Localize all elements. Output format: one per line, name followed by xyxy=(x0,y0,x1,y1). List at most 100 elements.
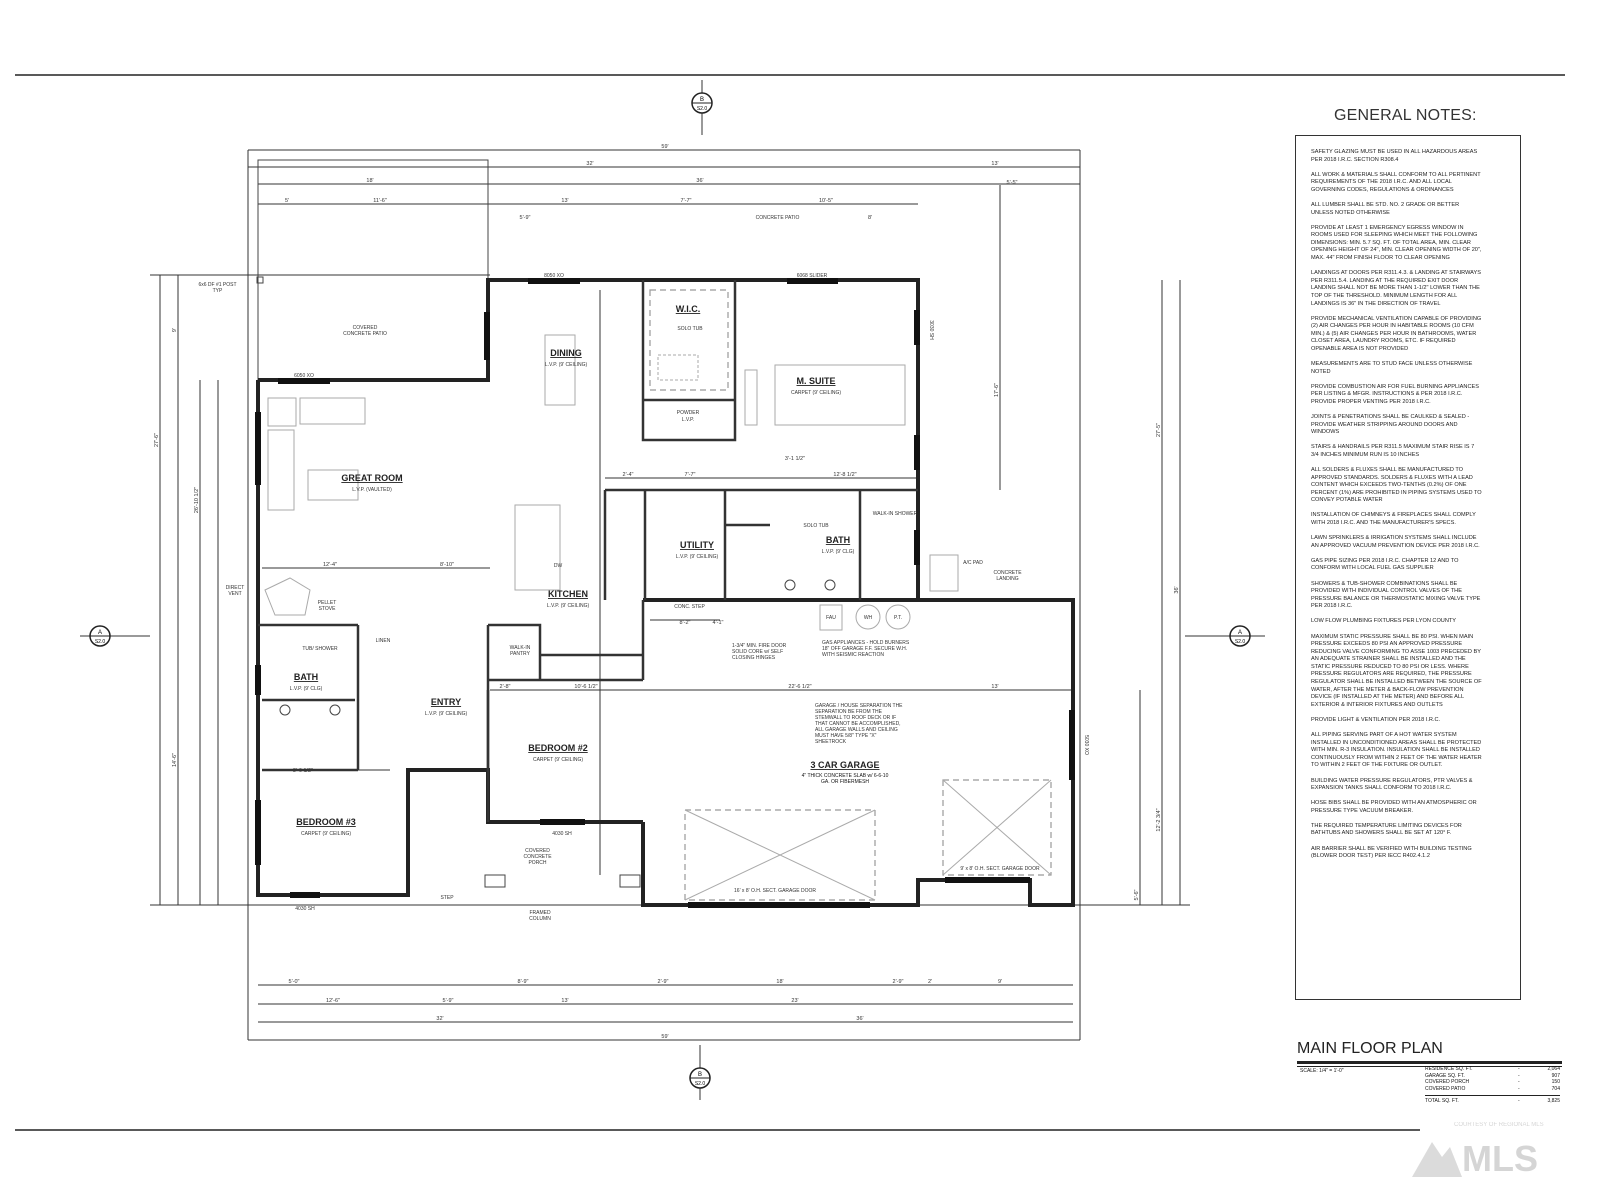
svg-text:59': 59' xyxy=(661,144,668,150)
post-marker xyxy=(256,276,264,284)
general-note: ALL LUMBER SHALL BE STD. NO. 2 GRADE OR … xyxy=(1311,201,1460,216)
svg-text:4'-1": 4'-1" xyxy=(713,620,724,626)
svg-text:12'-8 1/2": 12'-8 1/2" xyxy=(833,472,856,478)
svg-text:5'-9": 5'-9" xyxy=(520,215,531,221)
general-note: MEASUREMENTS ARE TO STUD FACE UNLESS OTH… xyxy=(1311,361,1473,375)
area-row: COVERED PORCH-150 xyxy=(1425,1079,1560,1086)
sheet-title: MAIN FLOOR PLAN xyxy=(1297,1040,1443,1057)
svg-text:18': 18' xyxy=(776,979,783,985)
svg-text:3030 SH: 3030 SH xyxy=(928,320,934,340)
svg-text:L.V.P. (VAULTED): L.V.P. (VAULTED) xyxy=(352,487,392,493)
svg-text:13': 13' xyxy=(991,161,998,167)
room-labels: GREAT ROOM L.V.P. (VAULTED) DINING L.V.P… xyxy=(290,304,889,837)
svg-text:8'-2": 8'-2" xyxy=(680,620,691,626)
svg-text:B: B xyxy=(700,97,704,103)
section-marker-a-right: A S2.0 xyxy=(1185,625,1265,647)
area-table: RESIDENCE SQ. FT.-2,064 GARAGE SQ. FT.-9… xyxy=(1425,1066,1560,1105)
svg-text:11'-6": 11'-6" xyxy=(373,198,387,204)
area-row: COVERED PATIO-704 xyxy=(1425,1085,1560,1092)
general-note: JOINTS & PENETRATIONS SHALL BE CAULKED &… xyxy=(1311,414,1470,436)
svg-text:5'-9": 5'-9" xyxy=(443,998,454,1004)
svg-text:13': 13' xyxy=(561,198,568,204)
svg-text:7'-7": 7'-7" xyxy=(685,472,696,478)
svg-text:3'-1 1/2": 3'-1 1/2" xyxy=(785,456,805,462)
general-notes-title: GENERAL NOTES: xyxy=(1334,107,1477,124)
general-note: LANDINGS AT DOORS PER R311.4.3. & LANDIN… xyxy=(1311,270,1481,307)
general-note: BUILDING WATER PRESSURE REGULATORS, PTR … xyxy=(1311,777,1473,792)
svg-text:P.T.: P.T. xyxy=(894,615,902,621)
svg-text:9': 9' xyxy=(998,979,1002,985)
svg-text:12'-2 3/4": 12'-2 3/4" xyxy=(1156,808,1162,831)
svg-text:5': 5' xyxy=(285,198,289,204)
general-note: SHOWERS & TUB-SHOWER COMBINATIONS SHALL … xyxy=(1311,580,1481,610)
svg-text:S2.0: S2.0 xyxy=(95,639,106,645)
svg-text:8'-6 1/2": 8'-6 1/2" xyxy=(293,768,313,774)
svg-text:36': 36' xyxy=(1174,586,1180,593)
area-row: RESIDENCE SQ. FT.-2,064 xyxy=(1425,1066,1560,1072)
svg-text:27'-5": 27'-5" xyxy=(1156,423,1162,437)
svg-text:2'-4": 2'-4" xyxy=(623,472,634,478)
svg-text:18': 18' xyxy=(366,178,373,184)
svg-text:WH: WH xyxy=(864,615,873,621)
svg-text:8050 XO: 8050 XO xyxy=(544,273,564,279)
svg-text:L.V.P. (9' CEILING): L.V.P. (9' CEILING) xyxy=(547,603,590,609)
windows xyxy=(255,278,1075,908)
room-kitchen: KITCHEN xyxy=(548,589,588,599)
svg-text:5'-0": 5'-0" xyxy=(289,979,300,985)
svg-text:L.V.P. (9' CLG): L.V.P. (9' CLG) xyxy=(822,549,855,555)
svg-text:12'-6": 12'-6" xyxy=(326,998,340,1004)
svg-text:13': 13' xyxy=(561,998,568,1004)
room-bedroom-2: BEDROOM #2 xyxy=(528,743,588,753)
svg-text:L.V.P.: L.V.P. xyxy=(682,417,695,423)
svg-text:4030 SH: 4030 SH xyxy=(552,831,572,837)
area-row: GARAGE SQ. FT.-907 xyxy=(1425,1072,1560,1079)
general-note: HOSE BIBS SHALL BE PROVIDED WITH AN ATMO… xyxy=(1311,800,1477,814)
section-marker-a-left: A S2.0 xyxy=(80,625,150,647)
svg-text:4030 SH: 4030 SH xyxy=(295,906,315,912)
svg-text:10'-6 1/2": 10'-6 1/2" xyxy=(574,684,597,690)
svg-text:L.V.P. (9' CEILING): L.V.P. (9' CEILING) xyxy=(425,711,468,717)
general-note: INSTALLATION OF CHIMNEYS & FIREPLACES SH… xyxy=(1311,512,1476,527)
svg-text:27'-6": 27'-6" xyxy=(154,433,160,447)
area-total-row: TOTAL SQ. FT.-3,825 xyxy=(1425,1095,1560,1105)
svg-text:13': 13' xyxy=(991,684,998,690)
svg-text:CARPET (9' CEILING): CARPET (9' CEILING) xyxy=(301,831,351,837)
general-note: PROVIDE COMBUSTION AIR FOR FUEL BURNING … xyxy=(1311,383,1479,405)
svg-text:36': 36' xyxy=(856,1016,863,1022)
general-note: PROVIDE AT LEAST 1 EMERGENCY EGRESS WIND… xyxy=(1311,224,1482,262)
svg-text:LINEN: LINEN xyxy=(376,638,391,644)
svg-text:14'-6": 14'-6" xyxy=(172,753,178,767)
svg-text:22'-6 1/2": 22'-6 1/2" xyxy=(788,684,811,690)
svg-text:7'-7": 7'-7" xyxy=(681,198,692,204)
svg-text:WALK-IN SHOWER: WALK-IN SHOWER xyxy=(873,511,918,517)
svg-text:2': 2' xyxy=(928,979,932,985)
svg-text:DW: DW xyxy=(554,563,563,569)
svg-text:TUB/ SHOWER: TUB/ SHOWER xyxy=(302,646,338,652)
svg-text:36': 36' xyxy=(696,178,703,184)
svg-text:6068 SLIDER: 6068 SLIDER xyxy=(797,273,828,279)
section-marker-b-top: B S2.0 xyxy=(691,80,713,135)
room-master-suite: M. SUITE xyxy=(796,376,835,386)
svg-text:8': 8' xyxy=(868,215,872,221)
mls-watermark: COURTESY OF REGIONAL MLS MLS xyxy=(1412,1122,1562,1179)
general-note: GAS PIPE SIZING PER 2018 I.R.C. CHAPTER … xyxy=(1311,557,1459,572)
svg-text:FAU: FAU xyxy=(826,615,836,621)
room-hall-bath: BATH xyxy=(294,672,318,682)
general-notes-panel: SAFETY GLAZING MUST BE USED IN ALL HAZAR… xyxy=(1295,135,1521,1000)
svg-text:A: A xyxy=(98,630,102,636)
title-rule xyxy=(1297,1061,1562,1067)
general-note: SAFETY GLAZING MUST BE USED IN ALL HAZAR… xyxy=(1311,149,1478,163)
svg-text:2'-9": 2'-9" xyxy=(893,979,904,985)
svg-text:17'-6": 17'-6" xyxy=(994,383,1000,397)
furniture xyxy=(264,289,959,888)
section-marker-b-bottom: B S2.0 xyxy=(689,1045,711,1100)
svg-text:8'-10": 8'-10" xyxy=(440,562,454,568)
svg-text:SOLO TUB: SOLO TUB xyxy=(803,523,829,529)
svg-text:5'-5": 5'-5" xyxy=(1007,180,1018,186)
svg-text:9': 9' xyxy=(172,328,178,332)
general-note: THE REQUIRED TEMPERATURE LIMITING DEVICE… xyxy=(1311,822,1462,837)
room-great-room: GREAT ROOM xyxy=(341,473,402,483)
room-entry: ENTRY xyxy=(431,697,461,707)
general-note: ALL SOLDERS & FLUXES SHALL BE MANUFACTUR… xyxy=(1311,467,1482,504)
svg-text:8'-9": 8'-9" xyxy=(518,979,529,985)
